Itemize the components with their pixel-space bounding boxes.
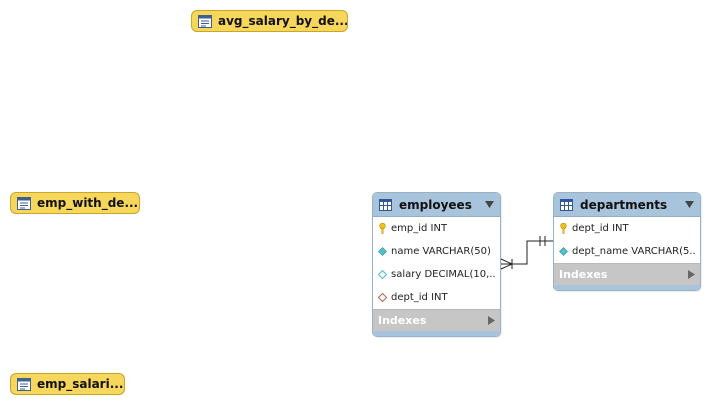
indexes-label: Indexes: [559, 268, 608, 281]
column-row[interactable]: emp_id INT: [373, 217, 500, 240]
column-row[interactable]: name VARCHAR(50): [373, 240, 500, 263]
table-employees[interactable]: employees emp_id INT name VARCHAR(50) sa…: [372, 192, 501, 337]
table-departments[interactable]: departments dept_id INT dept_name VARCHA…: [553, 192, 701, 291]
primary-key-icon: [379, 223, 386, 234]
chevron-right-icon[interactable]: [488, 316, 495, 325]
column-row[interactable]: salary DECIMAL(10,...: [373, 263, 500, 286]
table-title: departments: [580, 197, 668, 212]
primary-key-icon: [560, 223, 567, 234]
view-icon: [17, 196, 31, 210]
crowsfoot-many-icon: [500, 258, 513, 270]
column-diamond-filled-icon: [559, 247, 568, 256]
view-name: avg_salary_by_de...: [218, 14, 348, 28]
table-footer: [554, 285, 700, 290]
table-icon: [560, 198, 573, 211]
chevron-down-icon[interactable]: [485, 201, 494, 208]
indexes-section[interactable]: Indexes: [373, 309, 500, 331]
column-row[interactable]: dept_id INT: [554, 217, 700, 240]
view-name: emp_with_de...: [37, 196, 139, 210]
column-text: salary DECIMAL(10,...: [391, 269, 495, 280]
column-text: dept_id INT: [391, 292, 448, 303]
foreign-key-diamond-icon: [378, 292, 387, 303]
one-mandatory-icon: [539, 236, 546, 246]
column-row[interactable]: dept_id INT: [373, 286, 500, 309]
table-header[interactable]: departments: [554, 193, 700, 217]
column-diamond-filled-icon: [378, 247, 387, 256]
column-text: emp_id INT: [391, 223, 448, 234]
chevron-right-icon[interactable]: [688, 270, 695, 279]
view-avg-salary-by-dept[interactable]: avg_salary_by_de...: [191, 10, 348, 32]
view-icon: [17, 377, 31, 391]
table-footer: [373, 331, 500, 336]
view-emp-salaries[interactable]: emp_salari...: [10, 373, 125, 395]
indexes-section[interactable]: Indexes: [554, 263, 700, 285]
table-header[interactable]: employees: [373, 193, 500, 217]
view-name: emp_salari...: [37, 377, 124, 391]
indexes-label: Indexes: [378, 314, 427, 327]
column-text: dept_name VARCHAR(5...: [572, 246, 695, 257]
table-icon: [379, 198, 392, 211]
column-text: dept_id INT: [572, 223, 629, 234]
column-text: name VARCHAR(50): [391, 246, 491, 257]
view-icon: [198, 14, 212, 28]
view-emp-with-dept[interactable]: emp_with_de...: [10, 192, 140, 214]
table-title: employees: [399, 197, 472, 212]
column-row[interactable]: dept_name VARCHAR(5...: [554, 240, 700, 263]
column-diamond-empty-icon: [378, 269, 387, 280]
chevron-down-icon[interactable]: [685, 201, 694, 208]
